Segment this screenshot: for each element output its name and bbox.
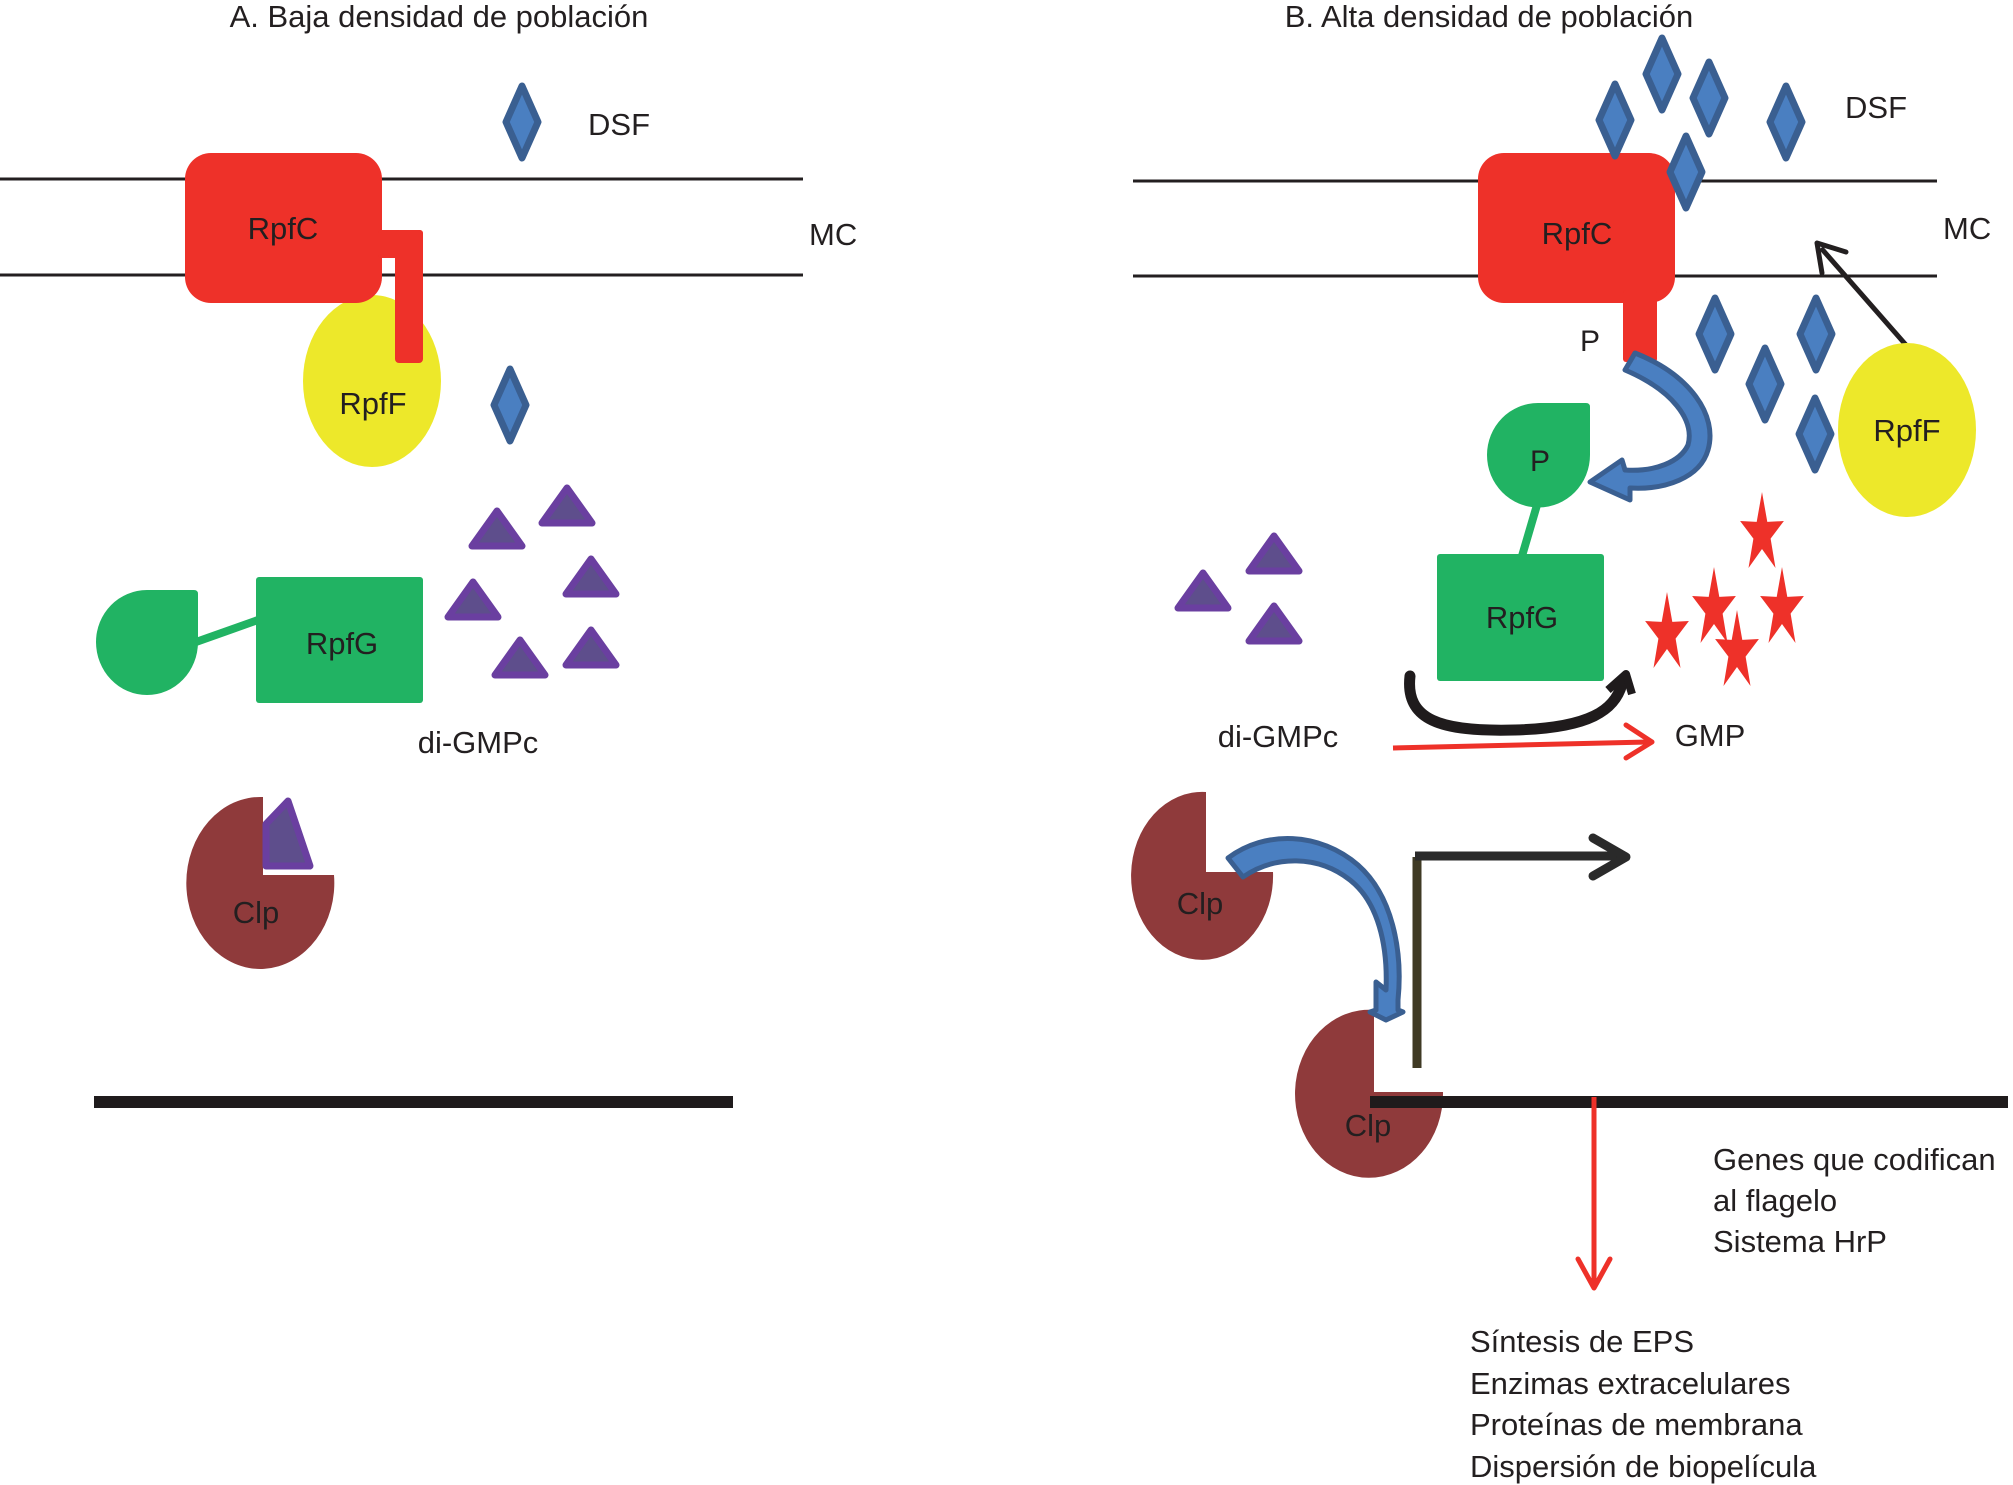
rpfc-protein — [1478, 153, 1675, 362]
dsf-molecule-icon — [1666, 132, 1706, 212]
clp-binding-arrow-icon — [1225, 836, 1406, 1023]
clp-label: Clp — [233, 895, 280, 930]
activated-function-line: Síntesis de EPS — [1470, 1324, 1694, 1359]
activated-functions-list: Síntesis de EPS Enzimas extracelulares P… — [1470, 1324, 1817, 1484]
di-gmpc-molecule-icon — [562, 555, 620, 598]
dsf-molecule-icon — [1642, 34, 1682, 114]
panel-a: A. Baja densidad de población MC DSF Rpf… — [0, 0, 857, 1108]
gmp-molecule-icon — [1715, 610, 1759, 686]
di-gmpc-molecule-icon — [1245, 532, 1303, 575]
repressed-genes-line: Genes que codifican — [1713, 1142, 1996, 1177]
activated-function-line: Dispersión de biopelícula — [1470, 1449, 1817, 1484]
rpfg-phosphate-label: P — [1530, 445, 1550, 478]
membrane-label: MC — [1943, 211, 1991, 246]
dsf-label: DSF — [1845, 90, 1907, 125]
conversion-arrow-head-icon — [1623, 722, 1655, 761]
conversion-arrow-shaft — [1392, 739, 1649, 751]
clp-protein-free — [1131, 791, 1274, 960]
panel-a-title: A. Baja densidad de población — [230, 0, 649, 34]
clp-bound-label: Clp — [1345, 1108, 1392, 1143]
gmp-molecule-icon — [1645, 592, 1689, 668]
dsf-label: DSF — [588, 107, 650, 142]
di-gmpc-molecule-icon — [468, 507, 526, 550]
repressed-genes-line: Sistema HrP — [1713, 1224, 1887, 1259]
panel-b: B. Alta densidad de población MC RpfC P … — [1131, 0, 2008, 1484]
dsf-export-arrow-shaft — [1819, 246, 1908, 347]
rpfc-label: RpfC — [248, 211, 319, 246]
dsf-molecule-icon — [502, 82, 542, 162]
di-gmpc-molecule-icon — [538, 484, 596, 527]
di-gmpc-label: di-GMPc — [1218, 719, 1339, 754]
rpfc-protein — [185, 153, 423, 363]
repressed-genes-list: Genes que codifican al flagelo Sistema H… — [1713, 1142, 1996, 1259]
clp-protein-bound — [1295, 1009, 1444, 1178]
gmp-molecule-icon — [1760, 567, 1804, 643]
phosphotransfer-arrow-icon — [1587, 350, 1713, 503]
rpff-label: RpfF — [1873, 413, 1940, 448]
rpff-protein — [1838, 343, 1976, 517]
membrane-label: MC — [809, 217, 857, 252]
rpfg-label: RpfG — [306, 626, 378, 661]
hydrolysis-arrow-head-icon — [1605, 670, 1636, 696]
rpfg-protein — [96, 577, 423, 703]
di-gmpc-label: di-GMPc — [418, 725, 539, 760]
dsf-molecule-icon — [1796, 294, 1836, 374]
dna-strand — [94, 1096, 733, 1108]
gmp-label: GMP — [1675, 718, 1746, 753]
dsf-molecule-icon — [1766, 82, 1806, 162]
rpfc-phosphate-label: P — [1580, 325, 1600, 358]
rpff-label: RpfF — [339, 386, 406, 421]
promoter-arrow-head-icon — [1588, 833, 1631, 881]
rpfg-label: RpfG — [1486, 600, 1558, 635]
di-gmpc-molecule-icon — [562, 626, 620, 669]
gmp-molecules — [1645, 492, 1804, 686]
di-gmpc-molecule-icon — [1174, 569, 1232, 612]
dsf-molecule-icon — [1695, 294, 1735, 374]
clp-free-label: Clp — [1177, 886, 1224, 921]
di-gmpc-molecule-icon — [444, 578, 502, 621]
dsf-molecule-icon — [490, 365, 530, 445]
di-gmpc-molecule-icon — [1245, 602, 1303, 645]
activation-arrow-head-icon — [1575, 1256, 1613, 1291]
gmp-molecule-icon — [1692, 567, 1736, 643]
rpfc-label: RpfC — [1542, 216, 1613, 251]
dsf-molecule-icon — [1745, 344, 1785, 424]
dsf-molecule-icon — [1595, 80, 1635, 160]
dsf-molecules — [1595, 34, 1836, 474]
hydrolysis-arrow-icon — [1404, 670, 1628, 736]
dsf-molecules — [490, 82, 542, 445]
di-gmpc-molecules — [1174, 532, 1303, 645]
gmp-molecule-icon — [1740, 492, 1784, 568]
panel-b-title: B. Alta densidad de población — [1285, 0, 1693, 34]
di-gmpc-molecule-icon — [491, 636, 549, 679]
di-gmpc-molecules — [444, 484, 620, 679]
dsf-molecule-icon — [1689, 58, 1729, 138]
rpfg-protein — [1437, 403, 1604, 681]
dsf-molecule-icon — [1795, 394, 1835, 474]
dna-strand — [1370, 1096, 2008, 1108]
activated-function-line: Proteínas de membrana — [1470, 1407, 1803, 1442]
di-gmpc-bound-to-clp — [262, 797, 314, 870]
repressed-genes-line: al flagelo — [1713, 1183, 1837, 1218]
dsf-export-arrow-head-icon — [1814, 240, 1849, 276]
activated-function-line: Enzimas extracelulares — [1470, 1366, 1790, 1401]
clp-protein — [186, 796, 335, 969]
